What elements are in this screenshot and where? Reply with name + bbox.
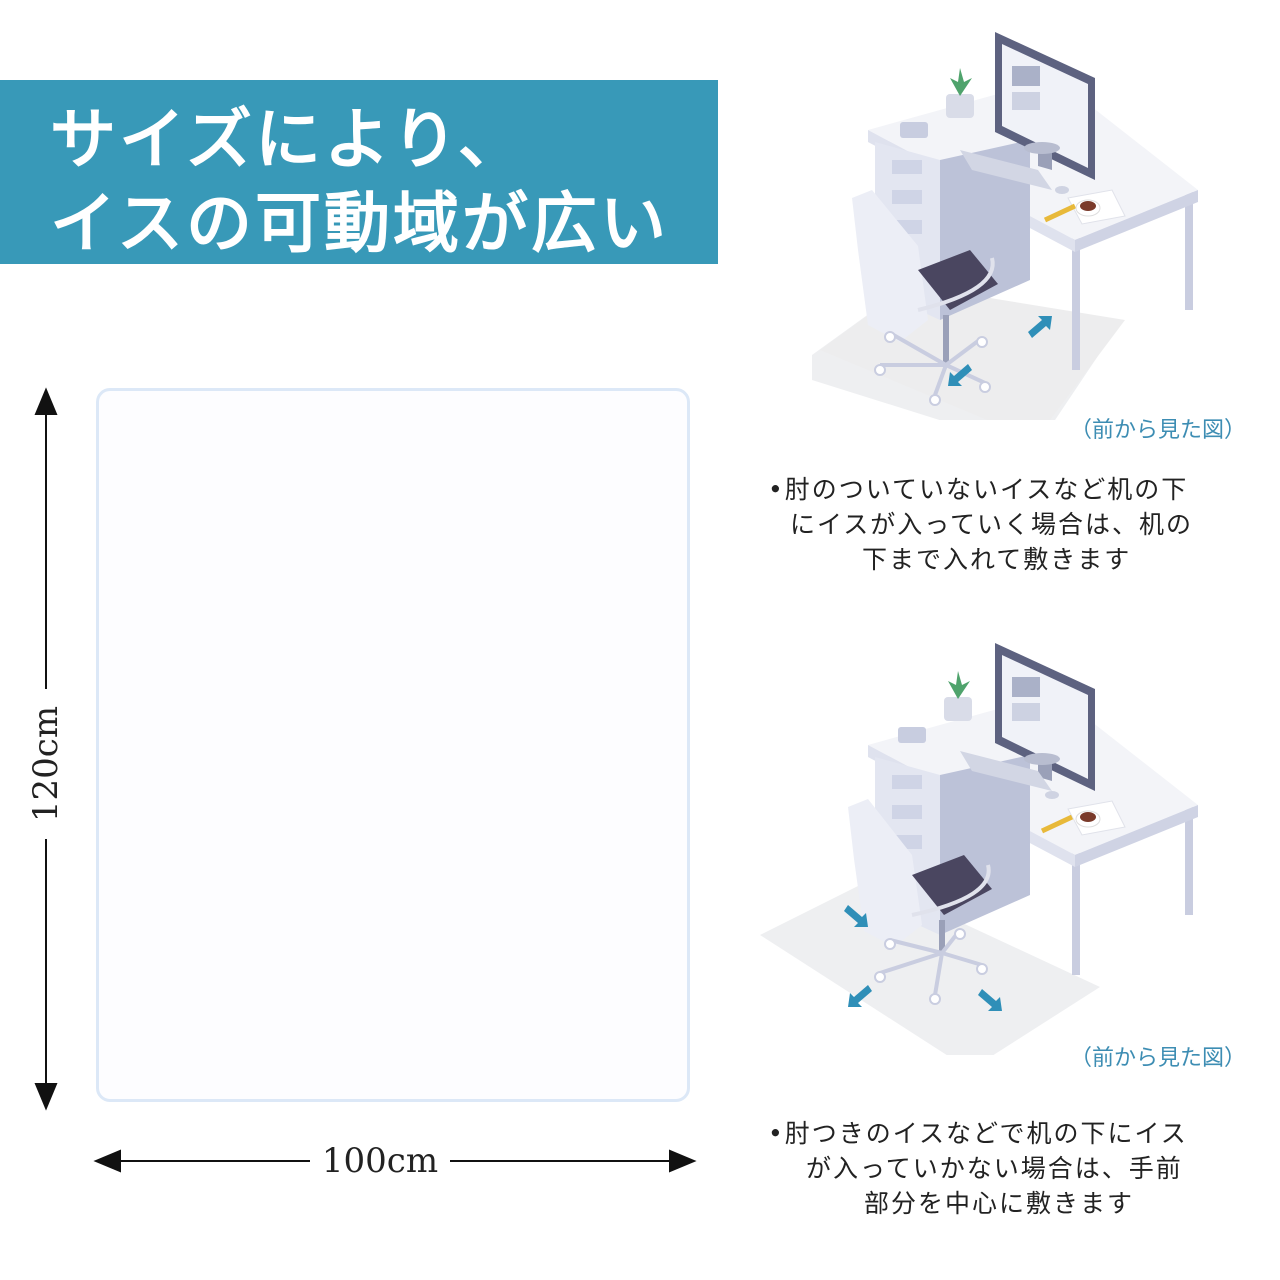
desk-chair-illustration-1 [812, 32, 1198, 420]
expand-arrow-icon [948, 364, 972, 386]
expand-arrow-icon [844, 905, 868, 927]
panel-1-description: •肘のついていないイスなど机の下 にイスが入っていく場合は、机の 下まで入れて敷… [768, 472, 1193, 577]
plant [950, 68, 972, 96]
chair-back [848, 799, 922, 947]
title-line-2: イスの可動域が広い [50, 185, 670, 262]
keyboard [960, 150, 1052, 190]
desc-line: 部分を中心に敷きます [864, 1189, 1135, 1218]
mat-outline [96, 388, 690, 1102]
desk-chair-illustration-2 [760, 643, 1198, 1055]
panel-2-caption: （前から見た図） [1070, 1046, 1247, 1071]
plant [948, 671, 970, 699]
expand-arrow-icon [1028, 316, 1052, 338]
plant-pot [944, 697, 972, 721]
height-label: 120cm [23, 689, 69, 839]
height-arrow-top [34, 387, 58, 415]
width-label: 100cm [310, 1138, 450, 1184]
mouse [1045, 791, 1059, 799]
chair-back [852, 190, 928, 342]
page-title: サイズにより、 イスの可動域が広い [50, 98, 669, 266]
expand-arrow-icon [978, 989, 1002, 1011]
plant-pot [946, 94, 974, 118]
desc-line: 下まで入れて敷きます [862, 545, 1132, 574]
width-arrow-left [93, 1149, 121, 1173]
keyboard [960, 751, 1052, 791]
panel-1-caption: （前から見た図） [1070, 418, 1247, 443]
desc-line: が入っていかない場合は、手前 [806, 1154, 1183, 1183]
floor-mat [760, 880, 1100, 1055]
desc-line: •肘つきのイスなどで机の下にイス [768, 1119, 1188, 1148]
height-arrow-bottom [34, 1083, 58, 1111]
expand-arrow-icon [848, 985, 872, 1007]
width-arrow-right [669, 1149, 697, 1173]
title-banner [0, 80, 718, 264]
chair-seat [912, 855, 992, 915]
desc-line: •肘のついていないイスなど机の下 [768, 475, 1189, 504]
title-line-1: サイズにより、 [50, 101, 528, 178]
mouse [1055, 186, 1069, 194]
panel-2-description: •肘つきのイスなどで机の下にイス が入っていかない場合は、手前 部分を中心に敷き… [768, 1116, 1188, 1221]
desc-line: にイスが入っていく場合は、机の [790, 510, 1194, 539]
chair-seat [918, 250, 998, 310]
